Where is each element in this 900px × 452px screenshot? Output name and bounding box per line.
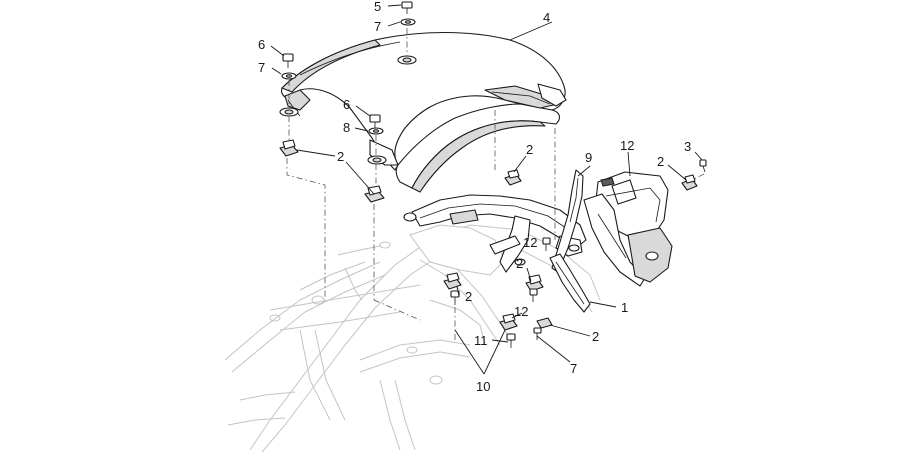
callout-12-mid: 12 (514, 304, 528, 319)
callout-7-center: 8 (343, 120, 350, 135)
assembly-lines (286, 28, 705, 340)
screw-part-6-left (282, 53, 294, 68)
rear-mudguard-part (279, 31, 567, 193)
screw-part-6-center (369, 114, 381, 129)
callout-2-lower-left: 2 (465, 289, 472, 304)
screw-part-5 (401, 1, 413, 14)
washer-part-7-center (368, 127, 384, 135)
callout-12-upper: 12 (523, 235, 537, 250)
callout-11: 12 (620, 138, 634, 153)
callout-2-right: 2 (657, 154, 664, 169)
clip-nut-part-2 (279, 139, 698, 331)
callout-4: 4 (543, 10, 550, 25)
callout-2-top-center: 2 (526, 142, 533, 157)
license-plate-holder-part-11 (583, 171, 673, 287)
callout-7-top: 7 (374, 19, 381, 34)
callout-12-lower: 7 (570, 361, 577, 376)
callout-3: 3 (684, 139, 691, 154)
callout-2-left: 2 (337, 149, 344, 164)
leader-lines (270, 4, 703, 375)
callout-2-mid: 2 (516, 256, 523, 271)
washer-part-7-left (281, 72, 297, 80)
seal-strip-part-1 (549, 253, 591, 313)
washer-part-7-top (400, 18, 416, 26)
callout-1: 1 (621, 300, 628, 315)
callout-10: 11 (474, 333, 488, 348)
chassis-frame-ghost (224, 224, 601, 452)
callout-6-left: 6 (258, 37, 265, 52)
callout-8: 9 (585, 150, 592, 165)
callout-7-left: 7 (258, 60, 265, 75)
callout-2-lower-right: 2 (592, 329, 599, 344)
callout-5: 5 (374, 0, 381, 14)
callout-9: 10 (476, 379, 490, 394)
callout-6-center: 6 (343, 97, 350, 112)
callout-labels: 5 7 4 6 7 6 8 2 2 9 12 2 3 12 2 2 1 12 2… (258, 0, 691, 394)
